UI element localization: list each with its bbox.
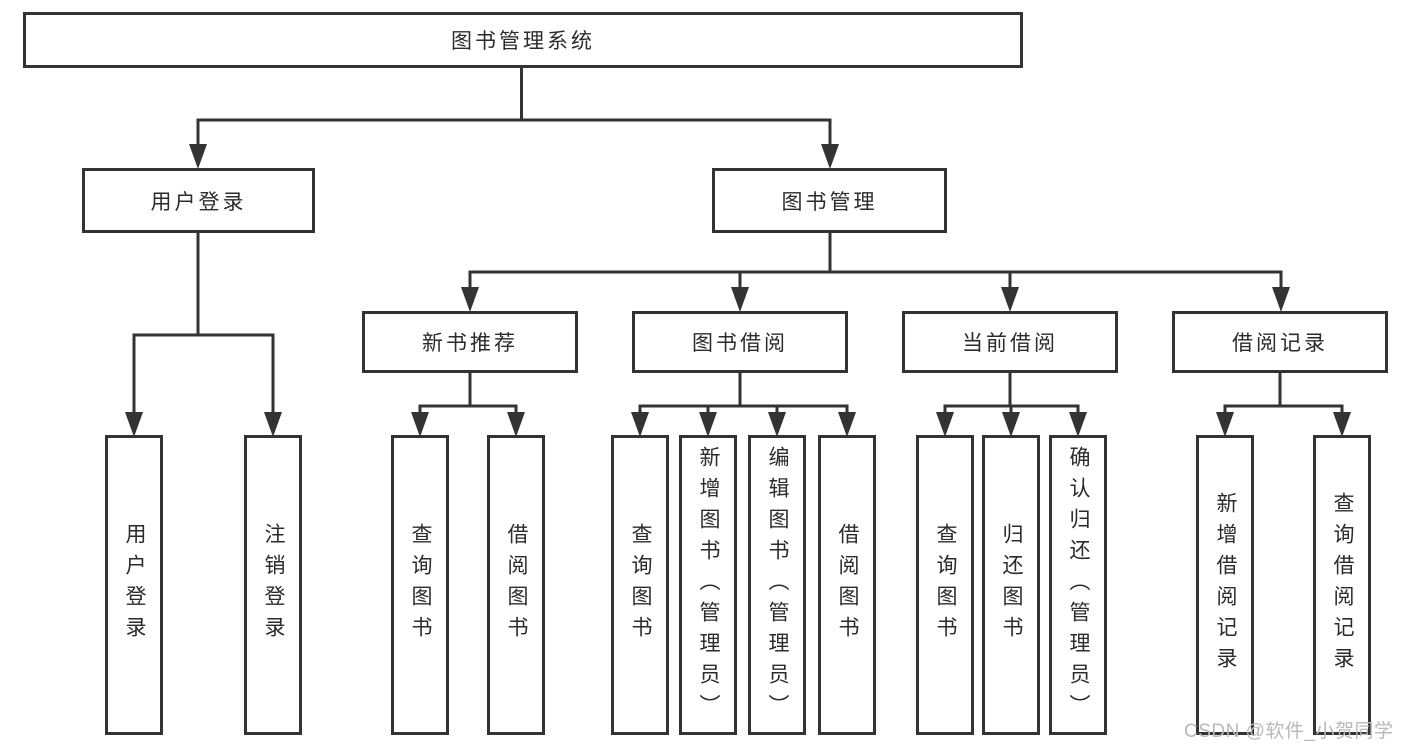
leaf-query-books-current: 查询图书: [916, 435, 974, 735]
leaf-user-login: 用户登录: [105, 435, 163, 735]
node-book-borrow: 图书借阅: [632, 311, 848, 373]
node-new-book-recommend: 新书推荐: [362, 311, 578, 373]
node-library-system: 图书管理系统: [23, 12, 1023, 68]
leaf-borrow-books-recommend: 借阅图书: [487, 435, 545, 735]
node-current-borrow: 当前借阅: [902, 311, 1118, 373]
leaf-query-borrow-record: 查询借阅记录: [1313, 435, 1371, 735]
leaf-edit-book-admin: 编辑图书（管理员）: [748, 435, 806, 735]
leaf-add-borrow-record: 新增借阅记录: [1196, 435, 1254, 735]
leaf-logout: 注销登录: [244, 435, 302, 735]
node-book-management: 图书管理: [712, 168, 947, 233]
arrowheads: [125, 144, 1351, 437]
csdn-watermark: CSDN @软件_小贺同学: [1184, 721, 1394, 742]
leaf-return-book: 归还图书: [982, 435, 1040, 735]
leaf-query-books-recommend: 查询图书: [391, 435, 449, 735]
node-borrow-records: 借阅记录: [1172, 311, 1388, 373]
leaf-query-books-borrow: 查询图书: [611, 435, 669, 735]
leaf-confirm-return-admin: 确认归还（管理员）: [1049, 435, 1107, 735]
leaf-borrow-books-borrow: 借阅图书: [818, 435, 876, 735]
node-user-login-branch: 用户登录: [82, 168, 315, 233]
leaf-add-book-admin: 新增图书（管理员）: [679, 435, 737, 735]
